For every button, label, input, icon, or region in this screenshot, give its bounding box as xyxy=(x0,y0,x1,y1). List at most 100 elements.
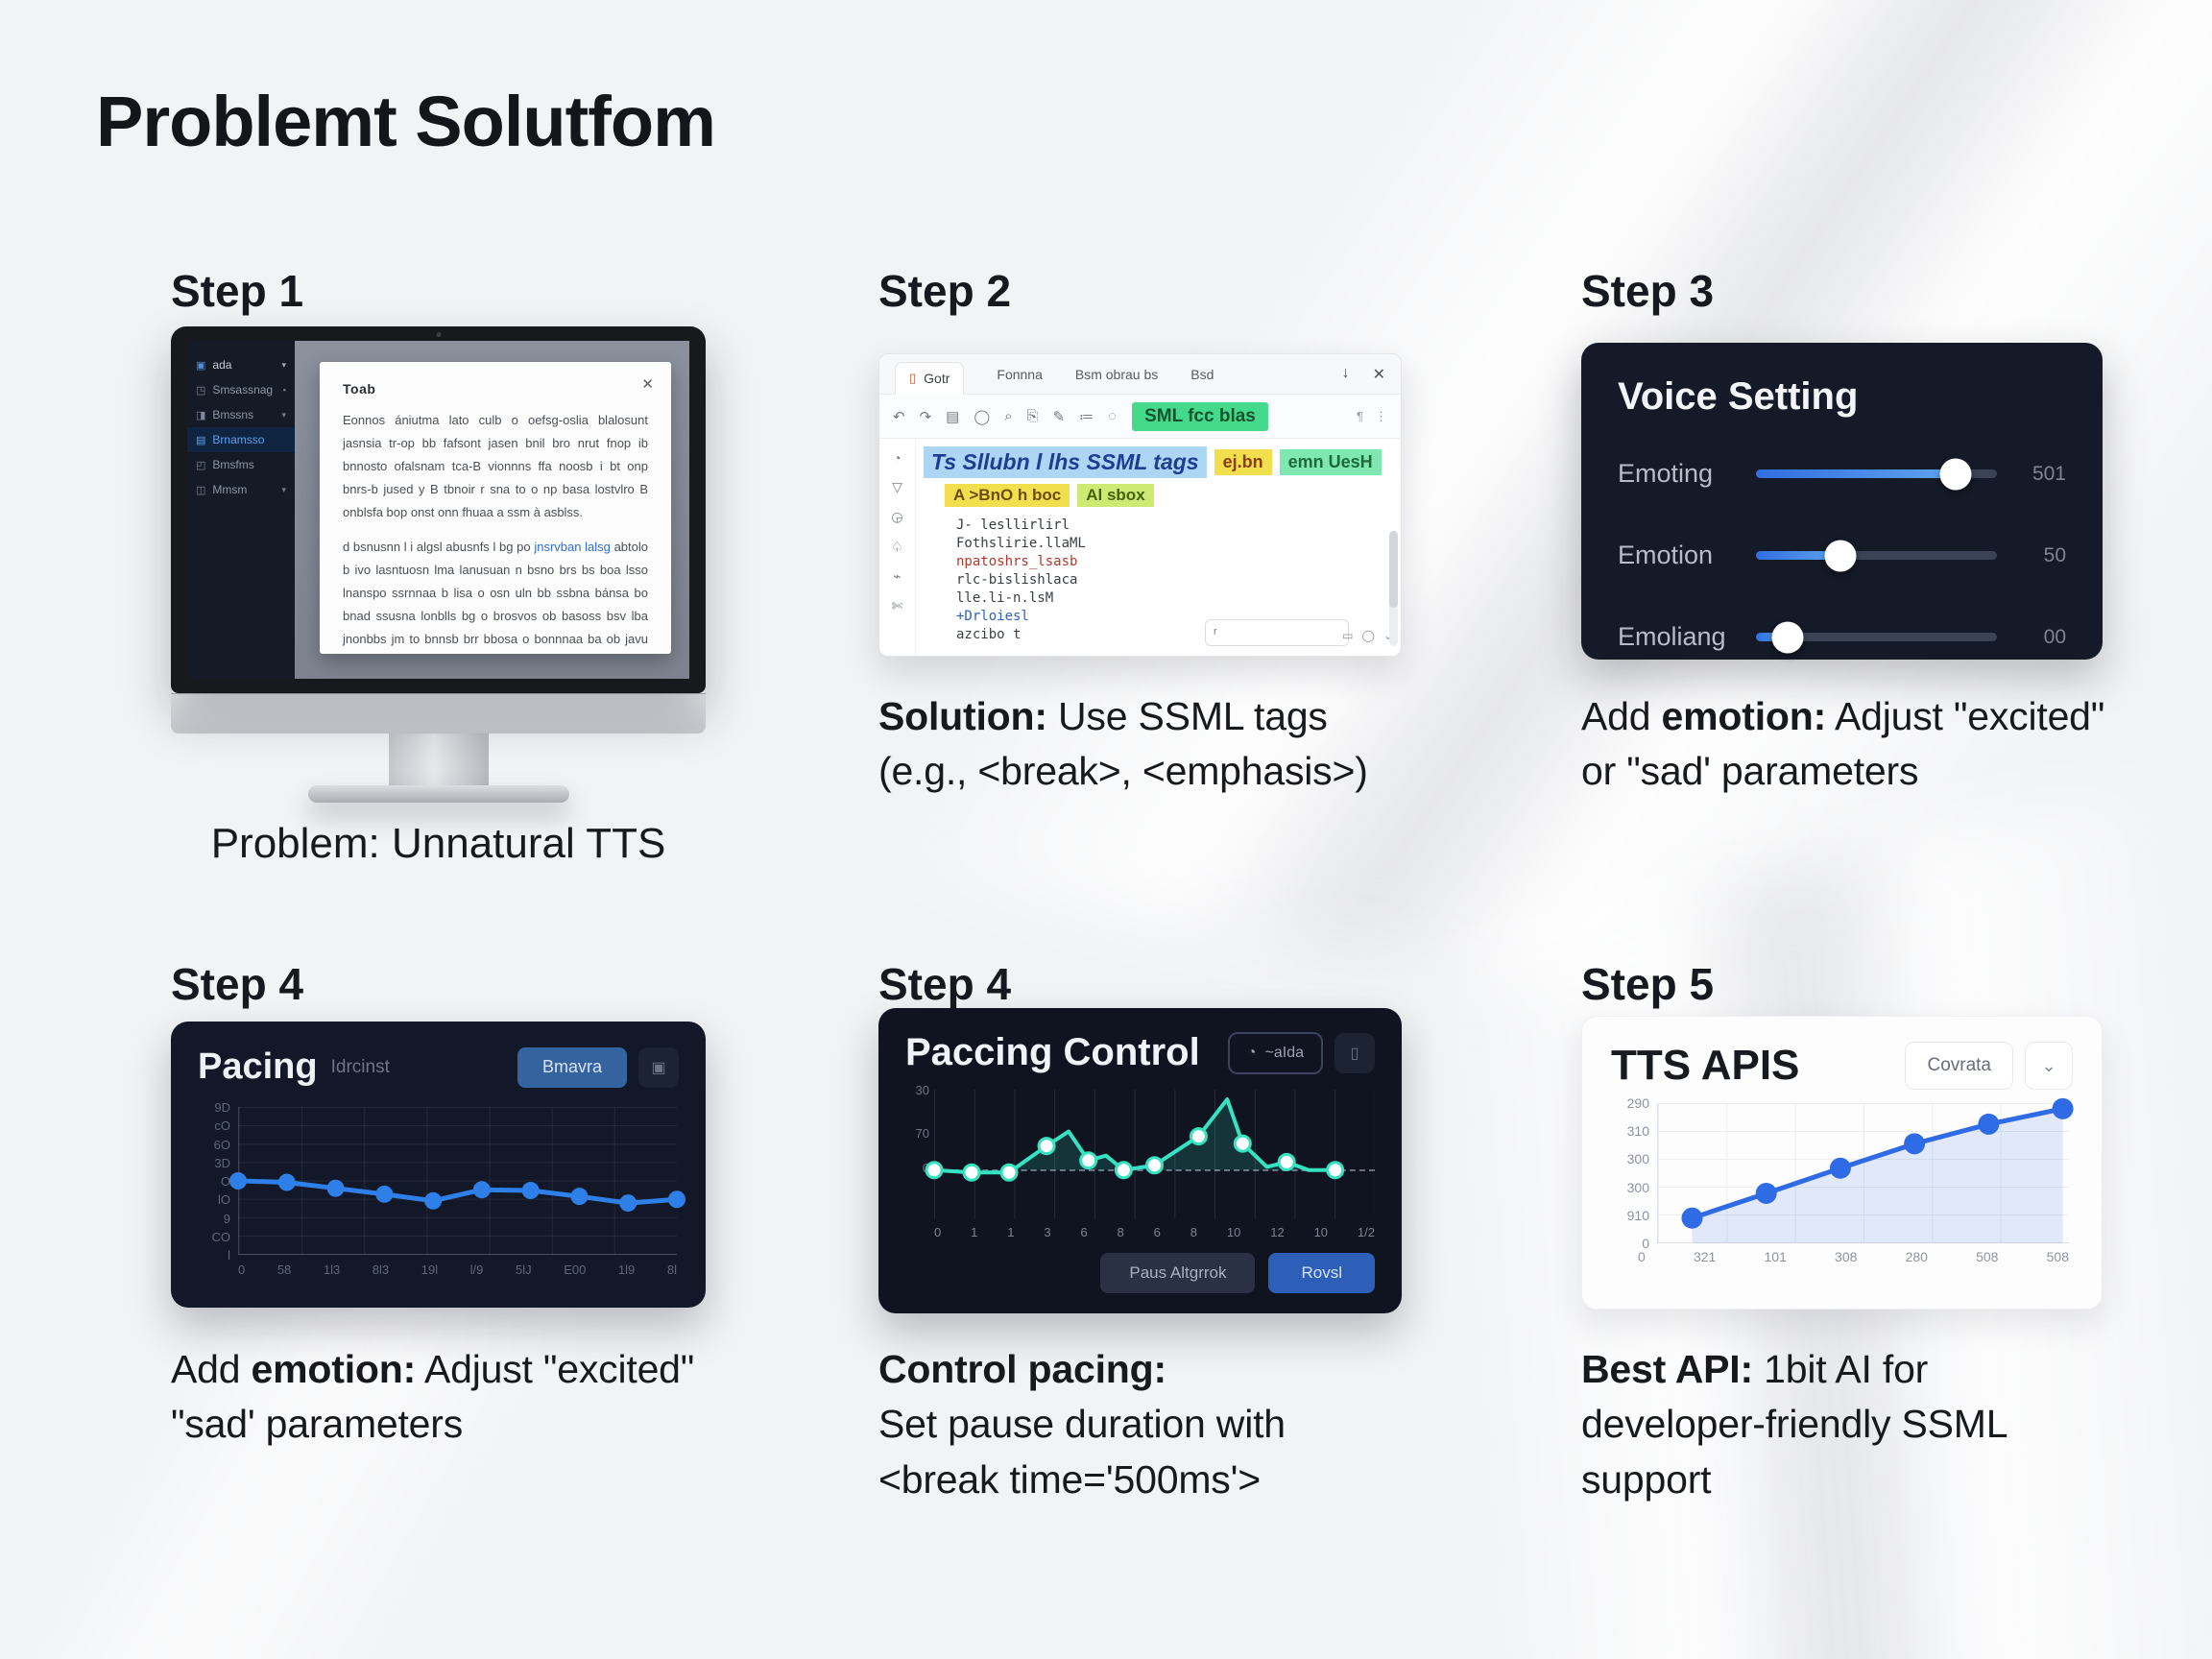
caption-bold: Control pacing: xyxy=(878,1347,1166,1391)
monitor-stand-neck xyxy=(388,733,489,785)
sidebar-item-label: Mmsm xyxy=(212,483,248,496)
monitor-screen: ▣ ada ▾ ◳ Smsassnag ▪ ◨ Bmssns ▾ ▤ Brnam… xyxy=(187,341,689,679)
status-icon[interactable]: ◯ xyxy=(1361,629,1375,642)
chart-grid xyxy=(934,1090,1375,1218)
step-1-caption: Problem: Unnatural TTS xyxy=(210,820,666,867)
ssml-toolbar-chip[interactable]: SML fcc blas xyxy=(1132,401,1268,431)
axis-tick: 8l xyxy=(666,1262,677,1277)
slider-value: 50 xyxy=(2043,543,2066,566)
slider-thumb[interactable] xyxy=(1939,458,1972,490)
close-icon[interactable]: ✕ xyxy=(641,376,654,393)
slider-track[interactable] xyxy=(1756,458,1997,490)
axis-tick: l xyxy=(228,1248,230,1262)
tag-chip-yellow: A >BnO h boc xyxy=(945,484,1070,507)
toolbar-icon[interactable]: ⎘ xyxy=(1026,407,1039,424)
file-icon: ▯ xyxy=(909,371,917,385)
download-icon[interactable]: ↓ xyxy=(1341,364,1350,381)
primary-button[interactable]: Rovsl xyxy=(1268,1253,1375,1293)
scrollbar-thumb[interactable] xyxy=(1389,531,1398,608)
sidebar-item-label: ada xyxy=(212,358,232,372)
editor-tab[interactable]: ▯ Gotr xyxy=(895,361,965,395)
sidebar-item-icon: ◰ xyxy=(196,459,206,471)
pacing-control-area-chart xyxy=(925,1090,1375,1218)
toolbar-icon[interactable]: ⋮ xyxy=(1375,408,1387,423)
slider-fill xyxy=(1756,469,1957,478)
icon-button[interactable]: ▣ xyxy=(638,1046,679,1088)
menu-item[interactable]: Bsm obrau bs xyxy=(1074,366,1159,382)
toolbar-icon[interactable]: ↷ xyxy=(919,408,932,425)
caption-text: or "sad' parameters xyxy=(1581,749,1919,794)
toolbar-icon[interactable]: ◌ xyxy=(1108,407,1118,424)
sidebar-item[interactable]: ▤ Brnamsso xyxy=(187,427,295,452)
rail-icon[interactable]: ⌁ xyxy=(893,568,902,584)
outline-button[interactable]: ◔ ~aIda xyxy=(1227,1031,1323,1074)
panel-header: Paccing Control ◔ ~aIda ▯ xyxy=(905,1031,1375,1074)
rail-icon[interactable]: ◔ xyxy=(893,450,902,466)
chart-grid xyxy=(1657,1103,2069,1243)
voice-setting-panel: Voice Setting Emoting 501 Emotion 50 Emo… xyxy=(1581,343,2103,660)
icon-button[interactable]: ▯ xyxy=(1334,1032,1375,1073)
toolbar-icon[interactable]: ≔ xyxy=(1079,408,1094,425)
slider-label: Emotion xyxy=(1618,541,1714,569)
primary-button[interactable]: Bmavra xyxy=(517,1046,627,1088)
sidebar-item[interactable]: ◳ Smsassnag ▪ xyxy=(187,377,295,402)
axis-tick: 0 xyxy=(1638,1249,1646,1264)
axis-tick: 910 xyxy=(1626,1207,1649,1223)
code-line: rlc-bislishlaca xyxy=(956,572,1078,588)
code-line: npatoshrs_lsasb xyxy=(956,554,1078,569)
chevron-down-icon: ▾ xyxy=(281,409,286,420)
axis-tick: 6O xyxy=(213,1137,230,1152)
axis-tick: 10 xyxy=(1313,1225,1329,1239)
rail-icon[interactable]: ◶ xyxy=(891,509,903,524)
menu-item[interactable]: Fonnna xyxy=(997,366,1043,382)
slider-row: Emotion 50 xyxy=(1618,540,2066,571)
slider-track[interactable] xyxy=(1756,621,1997,653)
search-input[interactable]: r xyxy=(1205,619,1349,646)
scrollbar[interactable] xyxy=(1389,531,1398,646)
toolbar-right-icons: ¶⋮ xyxy=(1357,409,1387,424)
chevron-down-icon[interactable]: ⌄ xyxy=(2025,1042,2073,1090)
rail-icon[interactable]: ♤ xyxy=(891,539,903,554)
axis-tick: 1 xyxy=(1007,1225,1015,1239)
code-line: azcibo t xyxy=(956,627,1022,642)
toolbar-icon[interactable]: ¶ xyxy=(1357,408,1363,423)
rail-icon[interactable]: ✄ xyxy=(891,598,903,613)
sidebar-item[interactable]: ▣ ada ▾ xyxy=(187,352,295,377)
sidebar-item[interactable]: ◫ Mmsm ▾ xyxy=(187,477,295,502)
slider-value: 501 xyxy=(2032,462,2066,485)
monitor-mockup: ▣ ada ▾ ◳ Smsassnag ▪ ◨ Bmssns ▾ ▤ Brnam… xyxy=(171,326,706,803)
toolbar-icon[interactable]: ✎ xyxy=(1052,408,1066,425)
status-icon[interactable]: ▭ xyxy=(1342,629,1354,642)
slider-thumb[interactable] xyxy=(1771,621,1804,653)
monitor-bezel: ▣ ada ▾ ◳ Smsassnag ▪ ◨ Bmssns ▾ ▤ Brnam… xyxy=(171,326,706,693)
sidebar-item[interactable]: ◰ Bmsfms xyxy=(187,452,295,477)
menu-item[interactable]: Bsd xyxy=(1190,366,1214,382)
toolbar-icon[interactable]: ◯ xyxy=(974,408,991,425)
secondary-button[interactable]: Paus Altgrrok xyxy=(1100,1253,1256,1293)
caption-text: Add xyxy=(1581,694,1662,738)
toolbar-icon[interactable]: ↶ xyxy=(893,408,905,425)
axis-tick: 508 xyxy=(1976,1249,1999,1264)
slider-track[interactable] xyxy=(1756,540,1997,571)
axis-tick: l/9 xyxy=(469,1262,484,1277)
sidebar-item[interactable]: ◨ Bmssns ▾ xyxy=(187,402,295,427)
toolbar-icon[interactable]: ⌕ xyxy=(1004,407,1013,424)
caption-text: (e.g., <break>, <emphasis>) xyxy=(878,749,1368,794)
toolbar-icon[interactable]: ▤ xyxy=(946,408,960,425)
filter-button[interactable]: Covrata xyxy=(1905,1042,2013,1090)
status-icon[interactable]: ⌄ xyxy=(1382,629,1393,642)
panel-subtitle: Idrcinst xyxy=(330,1056,390,1077)
slider-thumb[interactable] xyxy=(1824,540,1857,571)
close-icon[interactable]: ✕ xyxy=(1372,366,1385,383)
axis-tick: 1l3 xyxy=(323,1262,341,1277)
rail-icon[interactable]: ▽ xyxy=(892,479,902,494)
axis-tick: 300 xyxy=(1626,1179,1649,1195)
card-header: TTS APIS Covrata ⌄ xyxy=(1611,1042,2073,1090)
document-link[interactable]: jnsrvban lalsg xyxy=(534,540,611,555)
